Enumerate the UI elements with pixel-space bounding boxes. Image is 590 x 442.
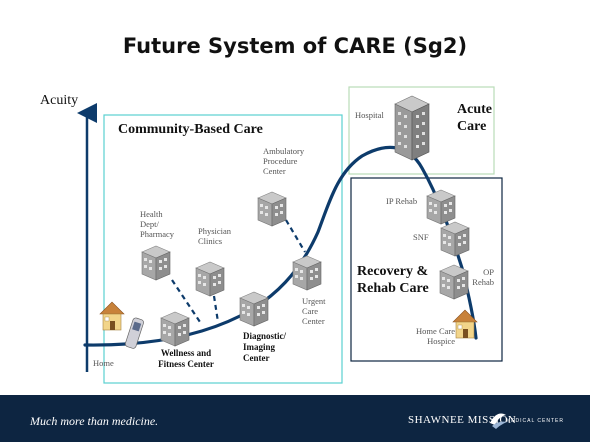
community-care-label: Community-Based Care: [118, 122, 263, 137]
diagnostic-label: Diagnostic/ Imaging Center: [243, 331, 287, 363]
diagnostic-building-icon: [239, 291, 269, 327]
hospital-building-icon: [394, 95, 430, 161]
wellness-building-icon: [160, 311, 190, 347]
acuity-axis-label: Acuity: [40, 93, 79, 108]
health-dept-building-icon: [141, 245, 171, 281]
hospital-label: Hospital: [355, 110, 384, 120]
physician-label: Physician Clinics: [198, 226, 232, 246]
urgent-care-label: Urgent Care Center: [302, 296, 326, 326]
brand-logo-icon: [490, 413, 507, 429]
link-ambulatory: [285, 219, 306, 253]
footer-bar: [0, 395, 590, 442]
snf-building-icon: [440, 221, 470, 257]
ambulatory-label: Ambulatory Procedure Center: [263, 146, 305, 176]
ip-rehab-building-icon: [426, 189, 456, 225]
home-care-label: Home Care Hospice: [416, 326, 455, 346]
physician-clinic-building-icon: [195, 261, 225, 297]
snf-label: SNF: [413, 232, 429, 242]
health-dept-label: Health Dept/ Pharmacy: [140, 209, 174, 239]
footer-tagline: Much more than medicine.: [30, 414, 159, 428]
slide-title: Future System of CARE (Sg2): [122, 34, 468, 58]
ip-rehab-label: IP Rehab: [386, 196, 418, 206]
care-continuum-curve: [83, 145, 478, 347]
footer-brand-sub: MEDICAL CENTER: [506, 418, 564, 424]
wellness-label: Wellness and Fitness Center: [158, 348, 214, 369]
link-physician: [212, 295, 220, 323]
acute-care-box: [348, 86, 495, 175]
footer-brand: SHAWNEE MISSION: [408, 414, 517, 426]
home-label: Home: [93, 358, 114, 368]
op-rehab-label: OP Rehab: [472, 267, 494, 287]
recovery-care-label: Recovery & Rehab Care: [357, 264, 429, 296]
ambulatory-building-icon: [257, 191, 287, 227]
urgent-care-building-icon: [292, 255, 322, 291]
acute-care-label: Acute Care: [457, 102, 492, 134]
phone-icon: [125, 317, 144, 349]
community-care-box: [103, 114, 343, 384]
